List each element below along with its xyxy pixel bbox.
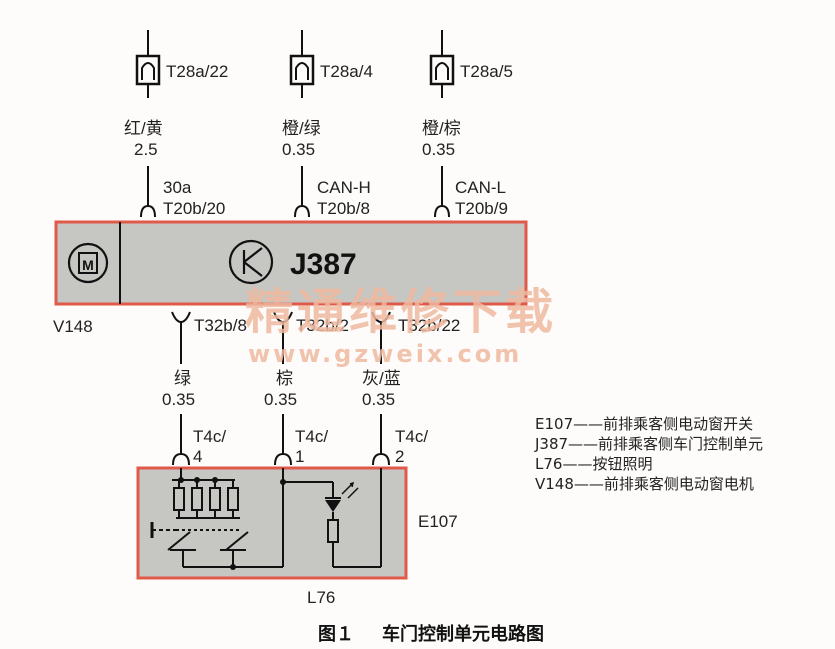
bottom-wire-3-size: 0.35 [362, 390, 395, 409]
top-pin-2-pin: T20b/8 [317, 199, 370, 218]
legend-item-e107: E107——前排乘客侧电动窗开关 [535, 415, 753, 433]
top-wire-3-size: 0.35 [422, 140, 455, 159]
switch-box-name: E107 [418, 512, 458, 531]
legend-item-j387: J387——前排乘客侧车门控制单元 [534, 435, 763, 453]
bottom-pin-1: T32b/8 [194, 316, 247, 335]
top-pin-3-signal: CAN-L [455, 178, 506, 197]
top-wire-2-size: 0.35 [282, 140, 315, 159]
switch-icon [150, 517, 283, 570]
legend-item-v148: V148——前排乘客侧电动窗电机 [535, 475, 754, 493]
watermark-url: www.gzweix.com [248, 340, 522, 368]
top-pin-1-pin: T20b/20 [163, 199, 225, 218]
switch-pin-1-num: 4 [193, 447, 202, 466]
switch-pin-1-conn: T4c/ [193, 427, 226, 446]
top-pin-3-pin: T20b/9 [455, 199, 508, 218]
connector-top-3 [434, 204, 450, 218]
connector-switch-1 [172, 452, 190, 466]
legend-item-l76: L76——按钮照明 [535, 455, 652, 473]
fuse-1 [135, 30, 161, 98]
led-icon [325, 468, 382, 568]
connector-bottom-1 [171, 311, 191, 364]
switch-box [136, 466, 408, 580]
watermark-title: 精通维修下载 [245, 284, 557, 340]
fuse-2-label: T28a/4 [320, 62, 373, 81]
top-wire-3-color: 橙/棕 [422, 119, 461, 138]
fuse-1-label: T28a/22 [166, 62, 228, 81]
switch-pin-3-num: 2 [395, 447, 404, 466]
transistor-icon [228, 239, 274, 285]
motor-icon: M [67, 242, 109, 284]
top-wire-1-size: 2.5 [134, 140, 158, 159]
top-pin-1-signal: 30a [163, 178, 192, 197]
bottom-wire-2-size: 0.35 [264, 390, 297, 409]
top-wire-2-color: 橙/绿 [282, 119, 321, 138]
caption-prefix: 图１ [318, 624, 354, 645]
connector-bottom-2 [273, 311, 293, 364]
fuse-2 [289, 30, 315, 98]
connector-bottom-3 [371, 311, 391, 364]
connector-switch-2 [274, 452, 292, 466]
fuse-3-label: T28a/5 [460, 62, 513, 81]
switch-pin-3-conn: T4c/ [395, 427, 428, 446]
motor-label: V148 [53, 317, 93, 336]
top-wire-1-color: 红/黄 [124, 119, 163, 138]
bottom-pin-3: T32b/22 [398, 316, 460, 335]
bottom-pin-2: T32b/2 [296, 316, 349, 335]
connector-switch-3 [372, 452, 390, 466]
connector-top-2 [294, 204, 310, 218]
bottom-wire-2-color: 棕 [276, 369, 293, 388]
switch-pin-2-conn: T4c/ [295, 427, 328, 446]
caption-title: 车门控制单元电路图 [382, 623, 544, 645]
bottom-wire-1-size: 0.35 [162, 390, 195, 409]
connector-top-1 [140, 204, 156, 218]
bottom-wire-1-color: 绿 [174, 369, 191, 388]
lamp-label: L76 [307, 588, 335, 607]
top-pin-2-signal: CAN-H [317, 178, 371, 197]
bottom-wire-3-color: 灰/蓝 [362, 369, 401, 388]
switch-pin-2-num: 1 [295, 447, 304, 466]
control-unit-box: M J387 [54, 220, 528, 306]
control-unit-name: J387 [290, 248, 357, 281]
fuse-3 [429, 30, 455, 98]
resistor-icon [173, 480, 239, 518]
svg-text:M: M [82, 257, 94, 273]
